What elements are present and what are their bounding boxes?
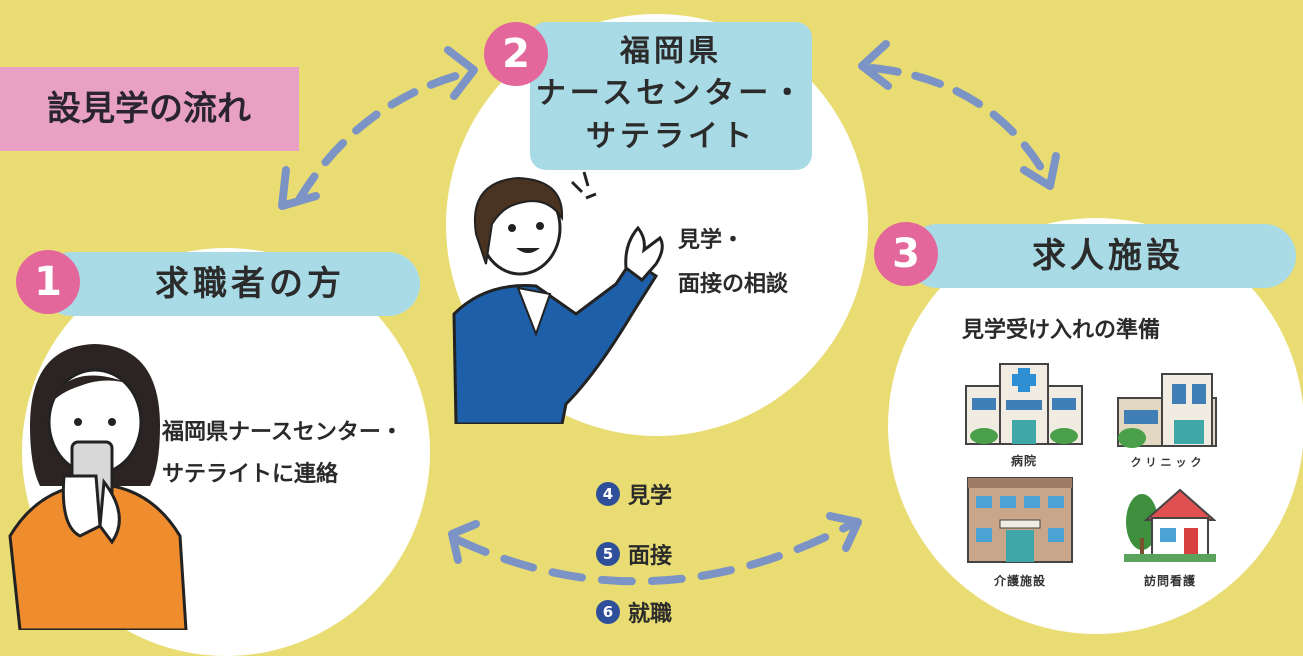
center-label-box: 福岡県 ナースセンター・ サテライト: [530, 22, 812, 170]
center-label-line2: ナースセンター・: [535, 76, 807, 111]
seeker-text-line1: 福岡県ナースセンター・: [162, 420, 403, 445]
seeker-text-line2: サテライトに連絡: [162, 462, 339, 487]
center-text-line1: 見学・: [678, 228, 745, 253]
step-visit: 4 見学: [596, 478, 672, 510]
step-visit-number: 4: [596, 482, 620, 506]
center-text-line2: 面接の相談: [678, 272, 789, 297]
building-label-care-facility: 介護施設: [993, 574, 1046, 588]
hospital-icon: [965, 363, 1083, 445]
step-employment: 6 就職: [596, 596, 672, 628]
step-interview-label: 面接: [628, 544, 673, 569]
center-number-badge: 2: [484, 22, 548, 86]
page-title: 設見学の流れ: [0, 67, 299, 151]
center-label-line3: サテライト: [586, 119, 756, 154]
center-label-line1: 福岡県: [620, 34, 722, 69]
facility-label-pill: 求人施設: [906, 224, 1296, 288]
home-nursing-icon: [1124, 488, 1216, 562]
building-label-home-nursing: 訪問看護: [1143, 574, 1196, 588]
clinic-icon: [1117, 373, 1217, 448]
building-label-hospital: 病院: [1010, 454, 1037, 468]
seeker-label-pill: 求職者の方: [40, 252, 420, 316]
care-facility-icon: [967, 477, 1073, 563]
step-interview-number: 5: [596, 542, 620, 566]
step-interview: 5 面接: [596, 538, 672, 570]
person-phone-icon: [8, 344, 188, 630]
step-employment-number: 6: [596, 600, 620, 624]
staff-pointing-icon: [452, 171, 664, 424]
step-visit-label: 見学: [628, 484, 673, 509]
building-label-clinic: クリニック: [1130, 456, 1206, 469]
seeker-number-badge: 1: [16, 250, 80, 314]
dashed-arrow-icon: [278, 40, 1060, 586]
step-employment-label: 就職: [628, 602, 673, 627]
facility-subtitle: 見学受け入れの準備: [962, 318, 1161, 343]
facility-number-badge: 3: [874, 222, 938, 286]
